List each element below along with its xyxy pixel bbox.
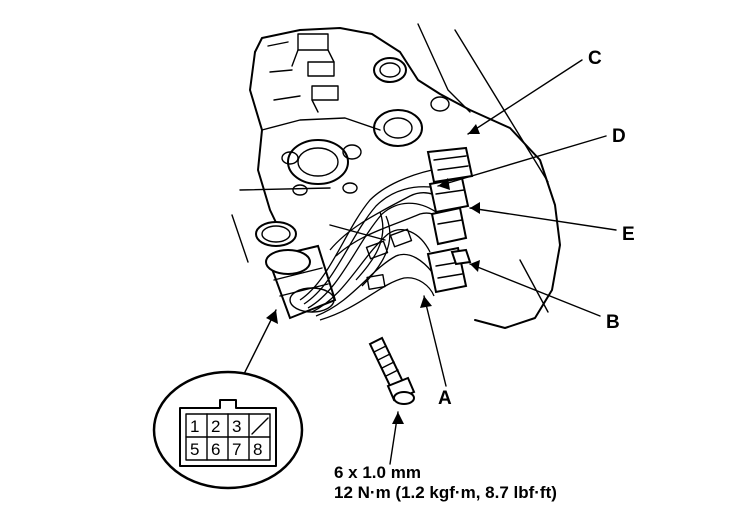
pin-label: 5	[190, 440, 199, 459]
leader-arrowheads	[266, 124, 480, 424]
pin-label: 2	[211, 417, 220, 436]
pin-label: 3	[232, 417, 241, 436]
pin-label: 8	[253, 440, 262, 459]
solenoid-valve-body	[255, 221, 337, 320]
pin-label: 7	[232, 440, 241, 459]
callout-c: C	[588, 48, 602, 69]
bolt-size-label: 6 x 1.0 mm	[334, 463, 421, 482]
bolt-torque-label: 12 N·m (1.2 kgf·m, 8.7 lbf·ft)	[334, 483, 557, 502]
callout-d: D	[612, 126, 626, 147]
mounting-bolt	[368, 336, 416, 405]
solenoid-connectors	[426, 146, 474, 294]
callout-e: E	[622, 224, 635, 245]
callout-a: A	[438, 388, 452, 409]
wire-harness	[299, 169, 451, 321]
transmission-housing-drawing	[231, 23, 561, 329]
pin-label: 1	[190, 417, 199, 436]
pin-label: 6	[211, 440, 220, 459]
callout-b: B	[606, 312, 620, 333]
connector-face-inset: 1 2 3 5 6 7 8	[152, 370, 304, 490]
